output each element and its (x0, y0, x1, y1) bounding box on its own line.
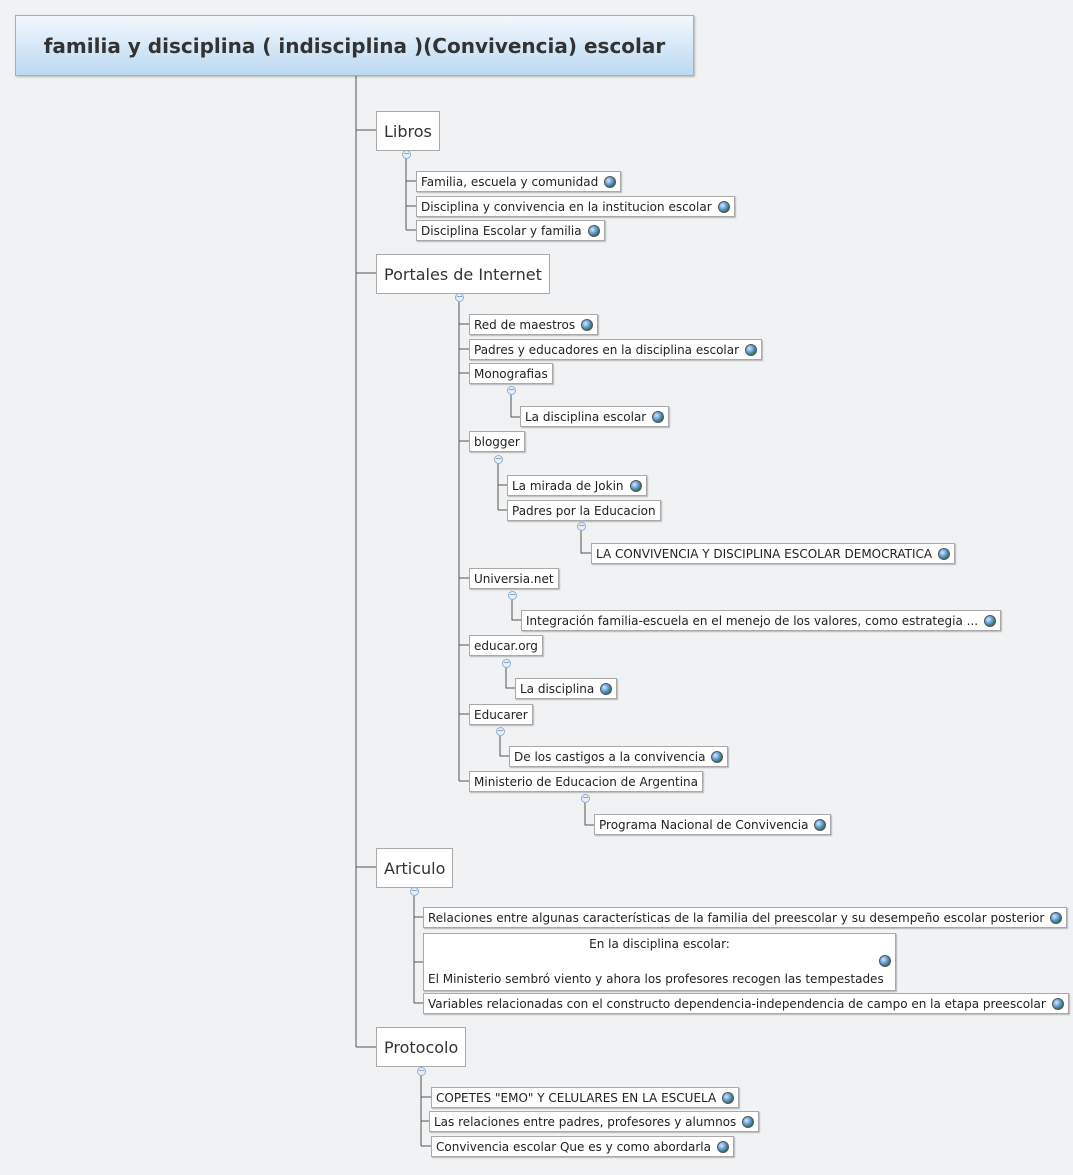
subtopic-programa-nacional[interactable]: Programa Nacional de Convivencia (594, 814, 832, 835)
subtopic-label: educar.org (474, 638, 538, 653)
globe-link-icon[interactable] (745, 343, 758, 356)
subtopic-label: Las relaciones entre padres, profesores … (434, 1114, 737, 1129)
subtopic-universia[interactable]: Universia.net (469, 568, 559, 589)
globe-link-icon[interactable] (652, 410, 665, 423)
subtopic-label: blogger (474, 434, 520, 449)
subtopic-red-maestros[interactable]: Red de maestros (469, 314, 599, 335)
globe-link-icon[interactable] (629, 479, 642, 492)
subtopic-blogger[interactable]: blogger (469, 431, 525, 452)
subtopic-la-disciplina-escolar[interactable]: La disciplina escolar (520, 406, 670, 427)
topic-portales-internet[interactable]: Portales de Internet (376, 254, 550, 294)
subtopic-label: Familia, escuela y comunidad (421, 174, 599, 189)
subtopic-padres-educadores[interactable]: Padres y educadores en la disciplina esc… (469, 339, 763, 360)
subtopic-convivencia-escolar[interactable]: Convivencia escolar Que es y como aborda… (431, 1136, 734, 1157)
subtopic-label: Ministerio de Educacion de Argentina (474, 774, 699, 789)
subtopic-convivencia-democratica[interactable]: LA CONVIVENCIA Y DISCIPLINA ESCOLAR DEMO… (591, 543, 956, 564)
globe-link-icon[interactable] (722, 1091, 735, 1104)
globe-link-icon[interactable] (1051, 997, 1064, 1010)
subtopic-la-disciplina[interactable]: La disciplina (515, 678, 618, 699)
subtopic-label: Educarer (474, 707, 528, 722)
collapse-minus-icon[interactable]: − (502, 658, 511, 668)
subtopic-relaciones-caracteristicas[interactable]: Relaciones entre algunas características… (423, 907, 1068, 928)
topic-protocolo[interactable]: Protocolo (376, 1027, 467, 1067)
globe-link-icon[interactable] (717, 200, 730, 213)
subtopic-copetes-emo[interactable]: COPETES "EMO" Y CELULARES EN LA ESCUELA (431, 1087, 740, 1108)
collapse-minus-icon[interactable]: − (417, 1066, 426, 1076)
subtopic-padres-educacion[interactable]: Padres por la Educacion (507, 500, 661, 521)
subtopic-label: La disciplina (520, 681, 595, 696)
subtopic-monografias[interactable]: Monografias (469, 363, 553, 384)
subtopic-label: La mirada de Jokin (512, 478, 624, 493)
topic-label: Articulo (384, 858, 446, 878)
collapse-minus-icon[interactable]: − (496, 726, 505, 736)
subtopic-label: Disciplina y convivencia en la instituci… (421, 199, 712, 214)
subtopic-mirada-jokin[interactable]: La mirada de Jokin (507, 475, 647, 496)
subtopic-educar-org[interactable]: educar.org (469, 635, 543, 656)
subtopic-subtitle-line: El Ministerio sembró viento y ahora los … (428, 972, 884, 986)
globe-link-icon[interactable] (581, 318, 594, 331)
subtopic-label: COPETES "EMO" Y CELULARES EN LA ESCUELA (436, 1090, 717, 1105)
subtopic-integracion-familia-escuela[interactable]: Integración familia-escuela en el menejo… (521, 610, 1002, 631)
subtopic-label: Convivencia escolar Que es y como aborda… (436, 1139, 711, 1154)
subtopic-title-line: En la disciplina escolar: (589, 937, 730, 951)
globe-link-icon[interactable] (742, 1115, 755, 1128)
globe-link-icon[interactable] (604, 175, 617, 188)
subtopic-familia-escuela-comunidad[interactable]: Familia, escuela y comunidad (416, 171, 622, 192)
subtopic-disciplina-ministerio[interactable]: En la disciplina escolar: El Ministerio … (423, 933, 896, 991)
globe-link-icon[interactable] (879, 955, 891, 967)
collapse-minus-icon[interactable]: − (494, 454, 503, 464)
subtopic-label: LA CONVIVENCIA Y DISCIPLINA ESCOLAR DEMO… (596, 546, 933, 561)
globe-link-icon[interactable] (984, 614, 997, 627)
subtopic-label: Variables relacionadas con el constructo… (428, 996, 1046, 1011)
subtopic-variables-relacionadas[interactable]: Variables relacionadas con el constructo… (423, 993, 1069, 1014)
collapse-minus-icon[interactable]: − (508, 590, 517, 600)
subtopic-label: Padres y educadores en la disciplina esc… (474, 342, 740, 357)
globe-link-icon[interactable] (711, 750, 724, 763)
collapse-minus-icon[interactable]: − (455, 292, 464, 302)
topic-label: Protocolo (384, 1037, 459, 1057)
globe-link-icon[interactable] (1050, 911, 1063, 924)
topic-label: Libros (384, 121, 432, 141)
subtopic-ministerio-educacion[interactable]: Ministerio de Educacion de Argentina (469, 771, 704, 792)
subtopic-label: Programa Nacional de Convivencia (599, 817, 809, 832)
subtopic-educarer[interactable]: Educarer (469, 704, 533, 725)
subtopic-relaciones-padres-profesores[interactable]: Las relaciones entre padres, profesores … (429, 1111, 760, 1132)
collapse-minus-icon[interactable]: − (577, 521, 586, 531)
subtopic-label: Universia.net (474, 571, 554, 586)
collapse-minus-icon[interactable]: − (581, 793, 590, 803)
subtopic-label: Disciplina Escolar y familia (421, 223, 582, 238)
subtopic-label: Red de maestros (474, 317, 576, 332)
globe-link-icon[interactable] (587, 224, 600, 237)
subtopic-label: Relaciones entre algunas características… (428, 910, 1045, 925)
collapse-minus-icon[interactable]: − (507, 385, 516, 395)
subtopic-label: Integración familia-escuela en el menejo… (526, 613, 979, 628)
central-topic[interactable]: familia y disciplina ( indisciplina )(Co… (15, 15, 694, 76)
collapse-minus-icon[interactable]: − (410, 886, 419, 896)
subtopic-label: De los castigos a la convivencia (514, 749, 706, 764)
subtopic-castigos-convivencia[interactable]: De los castigos a la convivencia (509, 746, 729, 767)
topic-libros[interactable]: Libros (376, 111, 440, 151)
topic-label: Portales de Internet (384, 264, 542, 284)
globe-link-icon[interactable] (717, 1140, 729, 1153)
topic-articulo[interactable]: Articulo (376, 848, 454, 888)
globe-link-icon[interactable] (938, 547, 951, 560)
subtopic-label: Monografias (474, 366, 548, 381)
subtopic-disciplina-escolar-familia[interactable]: Disciplina Escolar y familia (416, 220, 605, 241)
subtopic-disciplina-convivencia[interactable]: Disciplina y convivencia en la instituci… (416, 196, 735, 217)
collapse-minus-icon[interactable]: − (402, 149, 411, 159)
subtopic-label: Padres por la Educacion (512, 503, 656, 518)
globe-link-icon[interactable] (600, 682, 613, 695)
subtopic-label: La disciplina escolar (525, 409, 647, 424)
globe-link-icon[interactable] (814, 818, 827, 831)
